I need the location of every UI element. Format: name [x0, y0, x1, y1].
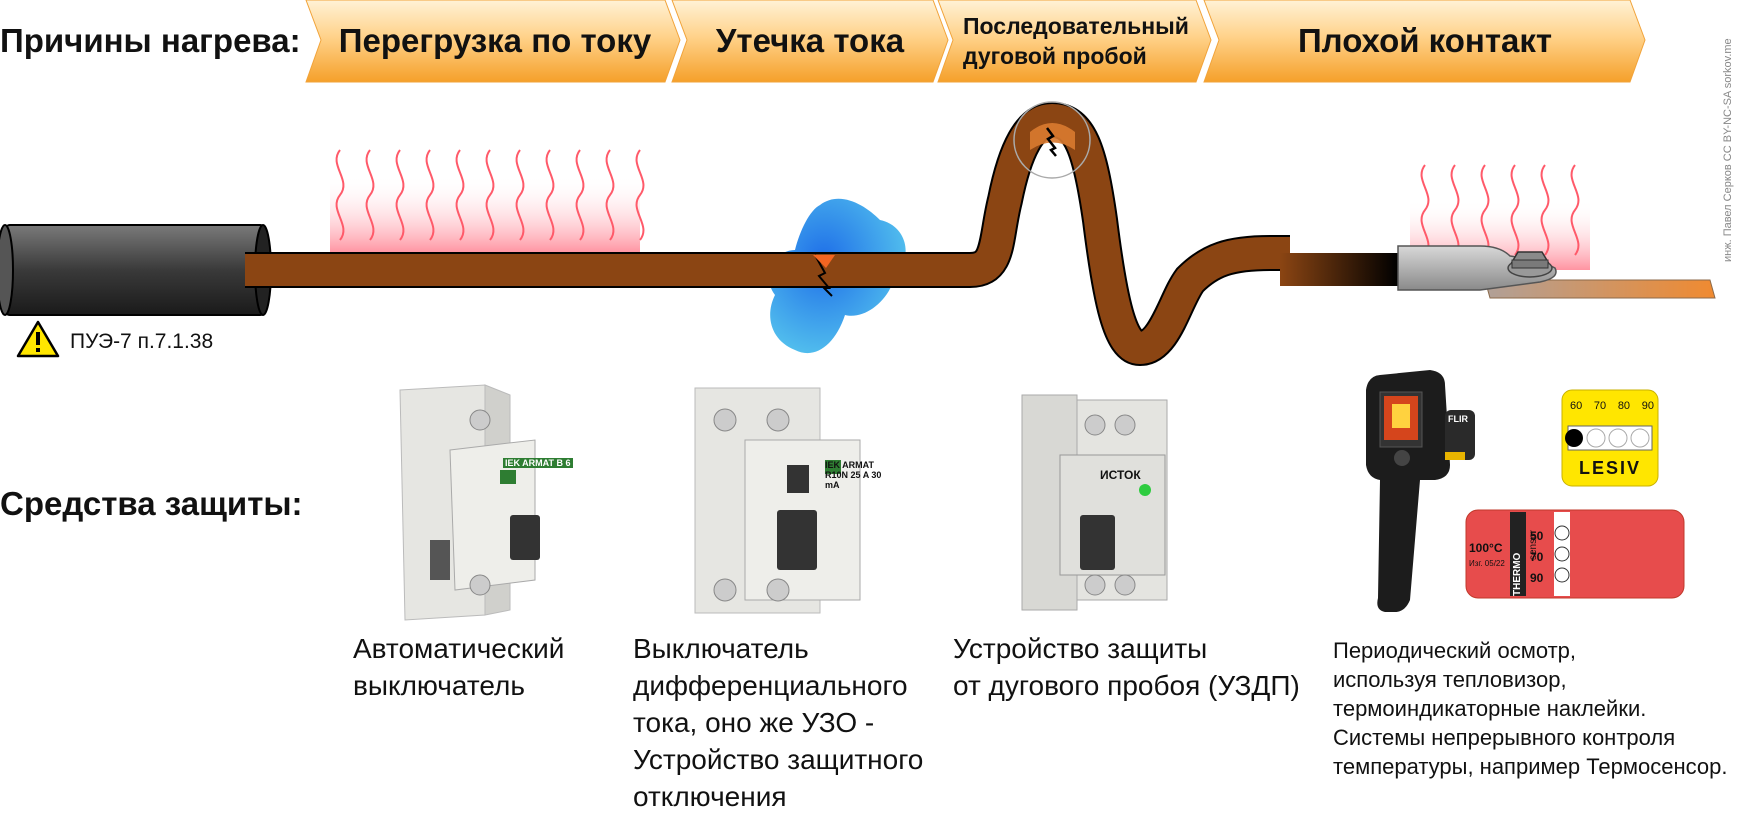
camera-brand: FLIR	[1448, 414, 1468, 424]
lesiv-temp-90: 90	[1641, 400, 1654, 412]
thermo-level-70: 70	[1530, 550, 1544, 564]
arc-fault-circle	[1013, 101, 1091, 179]
chevron-overload	[305, 0, 681, 83]
cause-chevrons	[305, 0, 1646, 83]
wire-crimp-transition	[1280, 253, 1398, 286]
protection-heading: Средства защиты:	[0, 485, 303, 522]
warning-reference: ПУЭ-7 п.7.1.38	[70, 330, 214, 353]
cause-leakage-label: Утечка тока	[715, 22, 905, 59]
breaker-brand: IEK ARMAT B 6	[503, 458, 573, 468]
lesiv-brand: LESIV	[1578, 458, 1641, 478]
thermal-camera-image	[1366, 370, 1475, 612]
arc-fault-crack	[1046, 127, 1057, 157]
circuit-breaker-image	[399, 384, 540, 621]
heat-waves-overload	[330, 149, 645, 253]
chevron-arc-fault	[937, 0, 1212, 83]
rcd-image	[694, 387, 861, 614]
lesiv-temp-60: 60	[1570, 400, 1583, 412]
chevron-bad-contact	[1203, 0, 1646, 83]
cause-overload-label: Перегрузка по току	[338, 22, 652, 59]
author-credit: инж. Павел Серков CC BY-NC-SA sorkov.me	[1722, 38, 1734, 262]
breaker-caption: Автоматический выключатель	[353, 633, 565, 701]
afdd-brand: ИСТОК	[1100, 468, 1141, 482]
thermo-levels: 50 70 90	[1530, 526, 1552, 589]
thermo-brand: THERMO	[1512, 552, 1523, 596]
cable-sheath	[0, 224, 272, 316]
thermo-level-50: 50	[1530, 529, 1544, 543]
thermosensor-sticker	[1465, 509, 1685, 599]
lesiv-temps: 60 70 80 90	[1570, 400, 1654, 412]
thermo-temp: 100°C	[1469, 541, 1503, 555]
thermo-level-90: 90	[1530, 571, 1544, 585]
cable-lug-and-busbar	[1397, 245, 1716, 299]
inspection-caption: Периодический осмотр, используя тепловиз…	[1333, 638, 1728, 779]
warning-icon	[16, 320, 60, 358]
afdd-caption: Устройство защиты от дугового пробоя (УЗ…	[953, 633, 1300, 701]
lesiv-temp-70: 70	[1593, 400, 1607, 412]
lesiv-sticker	[1561, 389, 1659, 487]
rcd-caption: Выключатель дифференциального тока, оно …	[633, 633, 924, 812]
causes-heading: Причины нагрева:	[0, 22, 301, 59]
rcd-brand: IEK ARMAT R10N 25 A 30 mA	[825, 460, 882, 490]
cause-arc-fault-label: Последовательный дуговой пробой	[963, 13, 1189, 69]
cause-bad-contact-label: Плохой контакт	[1297, 22, 1553, 59]
copper-wire-fill	[245, 103, 1290, 365]
chevron-leakage	[671, 0, 949, 83]
leakage-crack	[814, 254, 833, 297]
afdd-image	[1021, 394, 1168, 611]
thermo-code: Изг. 05/22	[1469, 559, 1505, 568]
thermo-brand-sensor: sensor	[1528, 529, 1539, 560]
lesiv-temp-80: 80	[1617, 400, 1631, 412]
